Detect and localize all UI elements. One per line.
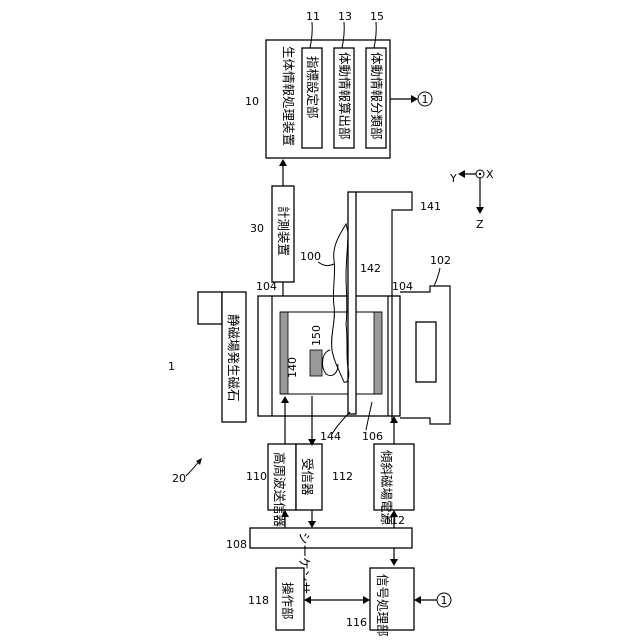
motion-classify-label: 体動情報分類部 <box>369 52 384 140</box>
ref-110: 110 <box>246 470 267 483</box>
ref-142: 142 <box>360 262 381 275</box>
ref-104-left: 104 <box>256 280 277 293</box>
ref-144: 144 <box>320 430 341 443</box>
bio-processor-title: 生体情報処理装置 <box>281 46 296 146</box>
ref-150: 150 <box>310 325 323 346</box>
receiver-label: 受信器 <box>300 458 315 496</box>
ref-116: 116 <box>346 616 367 629</box>
axis-y-arrowhead <box>458 170 465 178</box>
ref-10: 10 <box>245 95 259 108</box>
index-setting-label: 指標設定部 <box>305 56 320 119</box>
operation-label: 操作部 <box>280 582 295 620</box>
op-arrowhead <box>304 596 311 604</box>
ref-118: 118 <box>248 594 269 607</box>
ref-20: 20 <box>172 472 186 485</box>
measure-arrowhead <box>279 159 287 166</box>
axis-y-label: Y <box>449 172 457 185</box>
axis-z-arrowhead <box>476 207 484 214</box>
gradient-coil-left <box>280 312 288 394</box>
sensor-150 <box>310 350 322 376</box>
magnet-label-mark <box>198 292 222 324</box>
ref-112-receiver: 112 <box>332 470 353 483</box>
axis-x-dot <box>479 173 481 175</box>
leader-102 <box>434 268 440 286</box>
connector-in-arrowhead <box>414 596 421 604</box>
ref-141: 141 <box>420 200 441 213</box>
ref-30: 30 <box>250 222 264 235</box>
seq-receiver-arrowhead <box>308 521 316 528</box>
seq-signal-arrowhead <box>390 559 398 566</box>
ref-11: 11 <box>306 10 320 23</box>
ref-108: 108 <box>226 538 247 551</box>
ref-140: 140 <box>286 357 299 378</box>
sequencer-box <box>250 528 412 548</box>
static-magnet-label: 静磁場発生磁石 <box>226 314 241 402</box>
signal-processing-label: 信号処理部 <box>375 574 390 637</box>
gradient-coil-right <box>374 312 382 394</box>
bed-top <box>348 192 356 414</box>
motion-calc-label: 体動情報算出部 <box>337 52 352 140</box>
ref-102: 102 <box>430 254 451 267</box>
ref-104-right: 104 <box>392 280 413 293</box>
measuring-label: 計測装置 <box>276 206 291 256</box>
ref-15: 15 <box>370 10 384 23</box>
support-recess <box>416 322 436 382</box>
gradient-arrowhead <box>390 416 398 423</box>
output-arrowhead <box>411 95 418 103</box>
connector-out-symbol: 1 <box>422 93 429 106</box>
ref-13: 13 <box>338 10 352 23</box>
axis-x-label: X <box>486 168 494 181</box>
signal-arrowhead <box>363 596 370 604</box>
axis-z-label: Z <box>476 218 484 231</box>
ref-106: 106 <box>362 430 383 443</box>
connector-in-symbol: 1 <box>441 594 448 607</box>
ref-1: 1 <box>168 360 175 373</box>
ref-100: 100 <box>300 250 321 263</box>
